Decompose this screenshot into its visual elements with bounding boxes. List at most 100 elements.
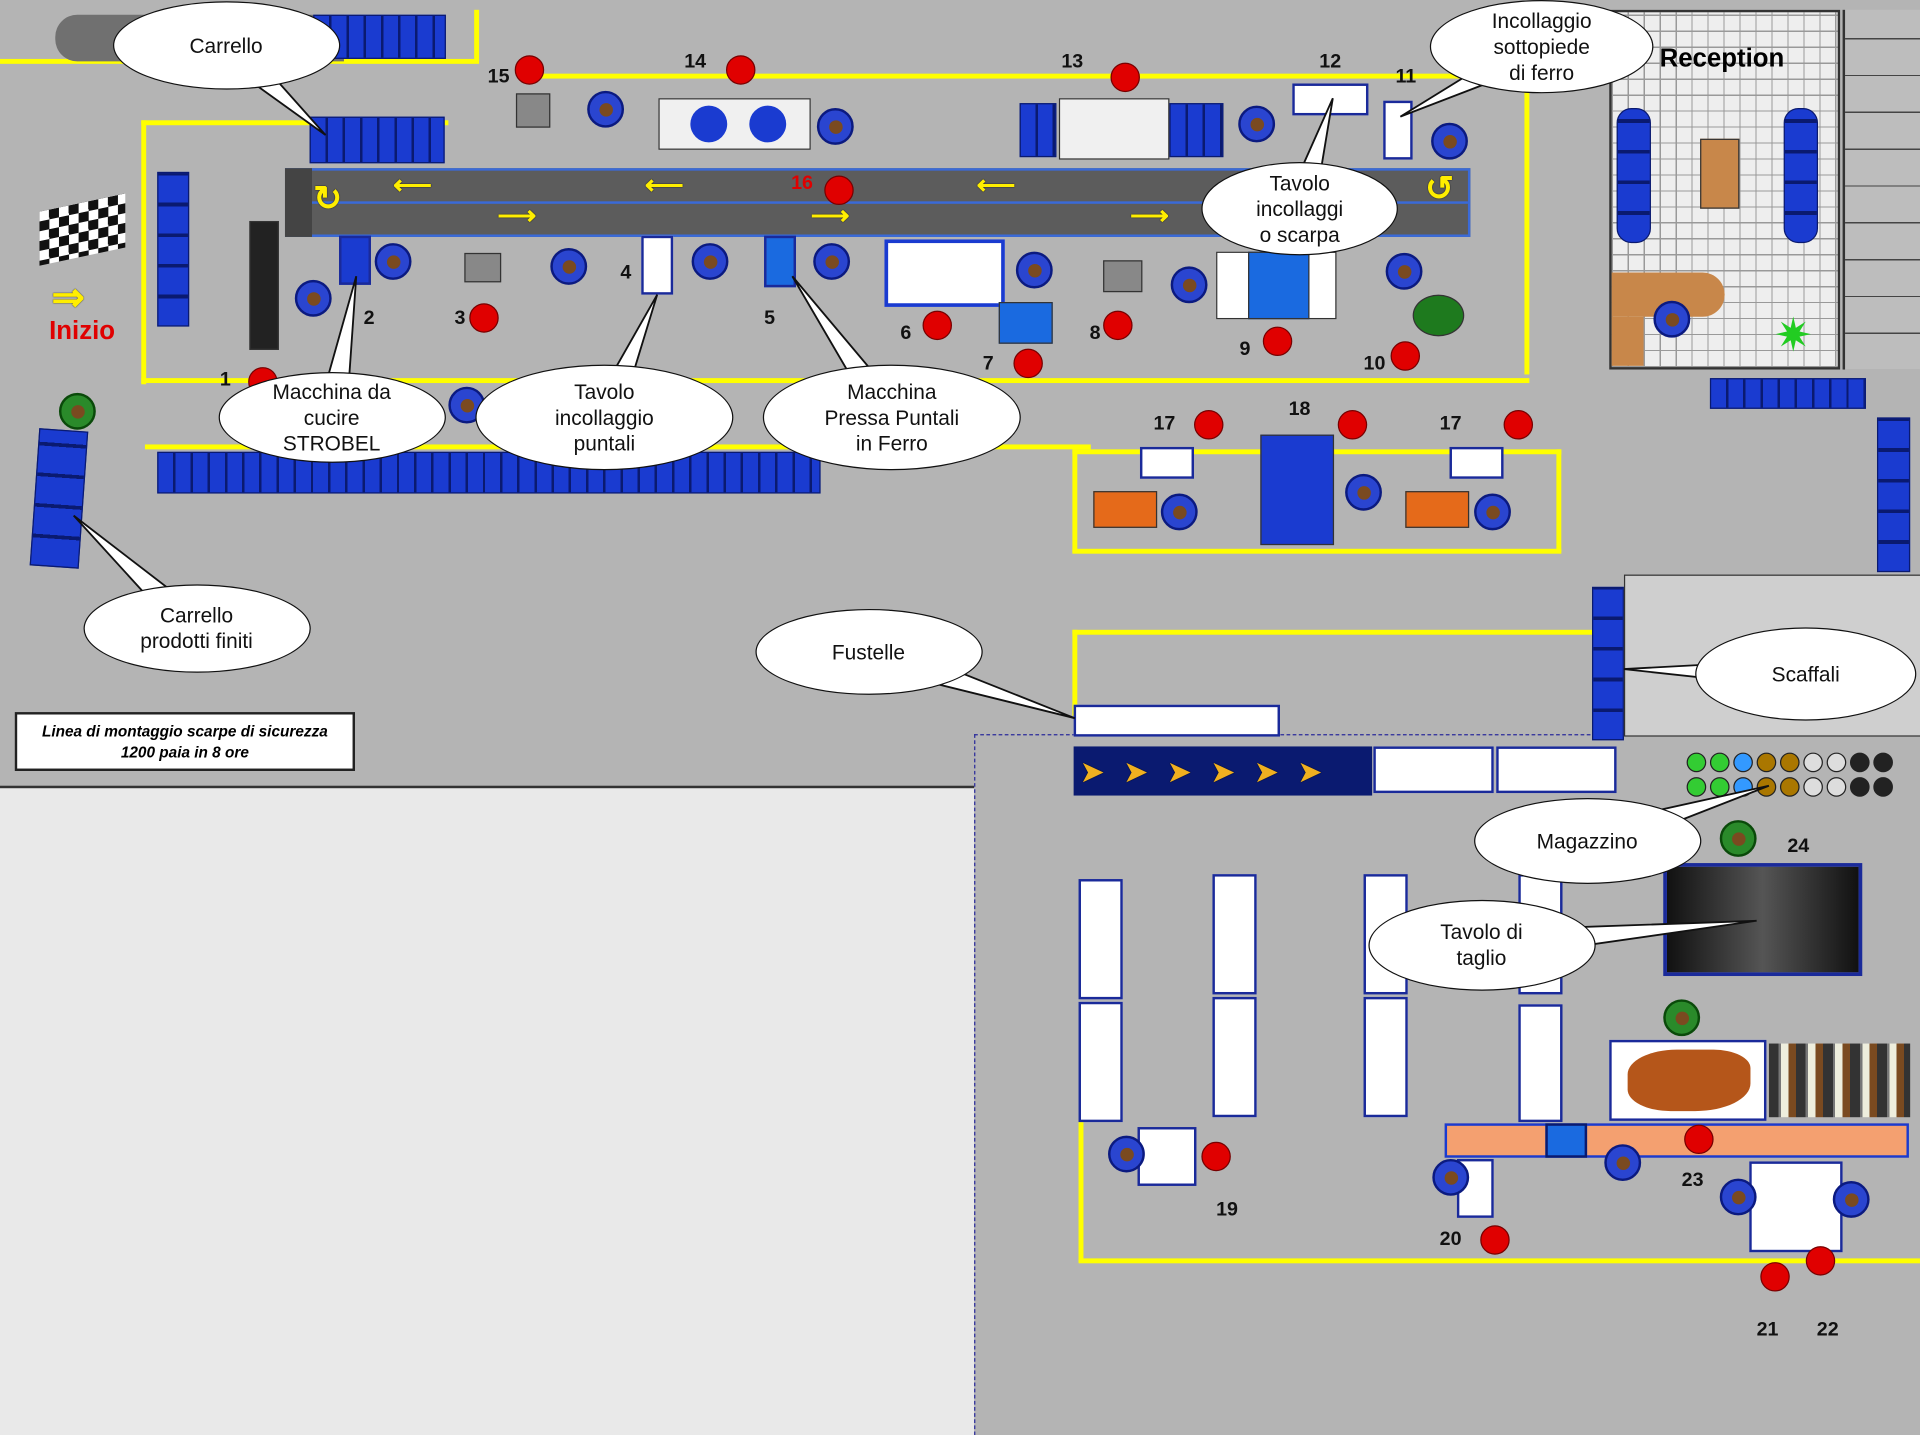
floor-line bbox=[1078, 1258, 1920, 1264]
spool-icon bbox=[1756, 777, 1777, 797]
spool-icon bbox=[1686, 777, 1707, 797]
station-number-11: 11 bbox=[1395, 66, 1417, 88]
floor-line bbox=[1072, 449, 1078, 553]
machine-8 bbox=[1103, 260, 1143, 293]
conveyor-control bbox=[1545, 1123, 1588, 1158]
worker-icon bbox=[1474, 493, 1511, 531]
title-note: Linea di montaggio scarpe di sicurezza 1… bbox=[14, 712, 356, 771]
cutting-conveyor bbox=[1444, 1123, 1909, 1158]
rack bbox=[1169, 103, 1224, 158]
table bbox=[1078, 1001, 1123, 1123]
die-rack bbox=[1073, 704, 1280, 737]
toe-cap-gluing-table bbox=[641, 235, 674, 295]
u-turn-icon: ↺ bbox=[1424, 169, 1454, 208]
spool-icon bbox=[1873, 752, 1893, 773]
machine-10 bbox=[1412, 294, 1465, 337]
spool-icon bbox=[1826, 777, 1847, 797]
callout-macchina-cucire: Macchina da cucire STROBEL bbox=[218, 371, 446, 463]
spool-icon bbox=[1756, 752, 1777, 773]
station-number-20: 20 bbox=[1439, 1228, 1462, 1250]
arrow-left-icon: ⟵ bbox=[644, 169, 684, 201]
station-number-9: 9 bbox=[1239, 338, 1251, 360]
start-label: Inizio bbox=[49, 316, 116, 345]
coffee-table bbox=[1700, 138, 1740, 209]
station-number-24: 24 bbox=[1787, 836, 1810, 857]
callout-incollaggio-sottopiede: Incollaggio sottopiede di ferro bbox=[1429, 0, 1654, 94]
machine-18 bbox=[1260, 434, 1335, 546]
station-number-21: 21 bbox=[1756, 1319, 1779, 1341]
reception-desk bbox=[1611, 316, 1644, 366]
station-marker bbox=[1805, 1246, 1836, 1276]
station-number-3: 3 bbox=[454, 308, 466, 330]
toe-cap-press bbox=[764, 235, 797, 288]
worker-icon bbox=[816, 108, 854, 145]
finished-products-cart bbox=[29, 428, 89, 569]
start-arrow-icon: ⇒ bbox=[51, 275, 85, 320]
machine-17 bbox=[1405, 491, 1470, 528]
worker-icon bbox=[1015, 251, 1053, 289]
callout-carrello: Carrello bbox=[112, 1, 340, 90]
machine-3 bbox=[464, 252, 502, 283]
table bbox=[1212, 996, 1257, 1118]
worker-icon bbox=[1719, 820, 1757, 857]
cutting-table bbox=[1663, 863, 1863, 977]
floor-line bbox=[474, 9, 480, 62]
rack bbox=[1876, 417, 1911, 573]
worker-icon bbox=[1663, 999, 1701, 1037]
spool-icon bbox=[1709, 752, 1730, 773]
station-number-16: 16 bbox=[791, 173, 813, 194]
floor-line bbox=[1524, 92, 1530, 375]
spool-icon bbox=[1686, 752, 1707, 773]
table bbox=[1078, 879, 1123, 1000]
station-number-13: 13 bbox=[1061, 51, 1084, 73]
cart-row bbox=[157, 451, 821, 494]
table-12 bbox=[1292, 83, 1369, 116]
station-marker bbox=[1337, 410, 1368, 440]
stairs bbox=[1842, 9, 1920, 370]
station-number-7: 7 bbox=[982, 353, 994, 375]
die-conveyor bbox=[1073, 746, 1373, 796]
worker-icon bbox=[294, 279, 332, 317]
floor-line bbox=[1078, 1117, 1084, 1263]
station-marker bbox=[1480, 1225, 1510, 1255]
worker-icon bbox=[1385, 252, 1423, 290]
station-marker bbox=[514, 55, 545, 85]
table-11 bbox=[1383, 100, 1413, 160]
worker-icon bbox=[374, 243, 412, 280]
station-number-18: 18 bbox=[1288, 399, 1311, 420]
spool-icon bbox=[1849, 777, 1870, 797]
worker-icon bbox=[58, 392, 96, 430]
arrow-left-icon: ⟵ bbox=[976, 169, 1016, 201]
station-marker bbox=[824, 175, 854, 206]
arrow-right-icon: ⟶ bbox=[1130, 200, 1169, 231]
station-marker bbox=[1194, 410, 1224, 440]
spool-icon bbox=[1779, 752, 1800, 773]
callout-tavolo-incollaggi-scarpa: Tavolo incollaggi o scarpa bbox=[1201, 162, 1398, 256]
callout-pressa-puntali: Macchina Pressa Puntali in Ferro bbox=[762, 364, 1021, 471]
station-number-23: 23 bbox=[1681, 1169, 1704, 1191]
table-17 bbox=[1139, 446, 1195, 479]
machine-13 bbox=[1058, 98, 1170, 160]
worker-icon bbox=[1238, 105, 1276, 143]
table bbox=[1496, 746, 1617, 794]
worker-icon bbox=[550, 247, 588, 285]
worker-icon bbox=[1719, 1178, 1757, 1216]
u-turn-icon: ↻ bbox=[313, 179, 343, 218]
station-number-12: 12 bbox=[1319, 51, 1342, 73]
callout-magazzino: Magazzino bbox=[1473, 798, 1701, 884]
station-marker bbox=[1503, 410, 1534, 440]
spool-icon bbox=[1803, 777, 1823, 797]
spool-icon bbox=[1733, 752, 1753, 773]
machine-2 bbox=[339, 235, 371, 285]
rack bbox=[1709, 378, 1866, 409]
worker-icon bbox=[1431, 122, 1468, 160]
arrow-right-icon: ⟶ bbox=[497, 200, 537, 231]
station-marker bbox=[1262, 326, 1293, 357]
spool-icon bbox=[1803, 752, 1823, 773]
machine-14-drum bbox=[690, 105, 728, 143]
station-number-22: 22 bbox=[1816, 1319, 1839, 1341]
spool-icon bbox=[1779, 777, 1800, 797]
callout-fustelle: Fustelle bbox=[754, 608, 983, 695]
machine-17 bbox=[1093, 491, 1158, 528]
plant-icon: ✷ bbox=[1773, 310, 1813, 363]
